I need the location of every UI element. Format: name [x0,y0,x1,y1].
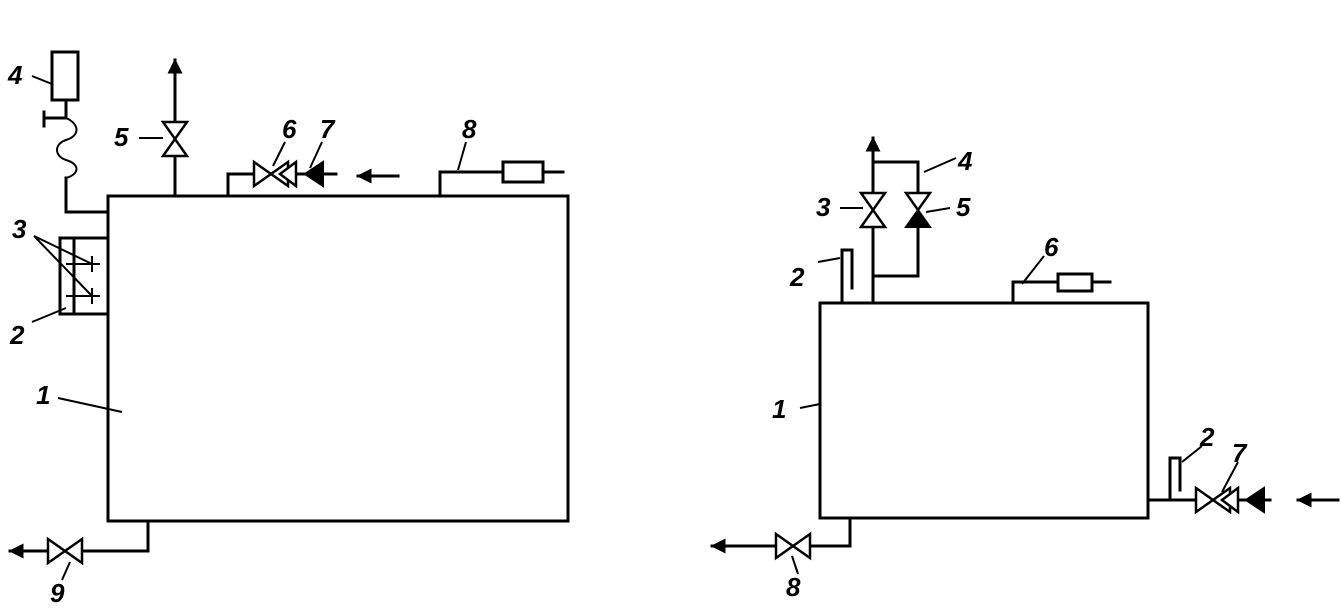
left-leaders [31,75,467,581]
right-label-7: 7 [1232,438,1248,468]
left-scheme: 4 5 6 7 8 3 2 1 9 [7,50,570,608]
right-label-5: 5 [956,192,971,222]
left-pressure-gauge [50,50,80,102]
left-label-9: 9 [50,578,65,608]
left-pressure-gauge-assembly [42,50,110,214]
right-bypass-valve [903,191,933,213]
left-label-3: 3 [12,214,27,244]
left-label-8: 8 [462,114,477,144]
left-check-valve [303,160,324,188]
right-label-6: 6 [1044,232,1059,262]
right-safety-valve [1011,272,1112,305]
left-tank [106,194,570,523]
right-label-2b: 2 [1199,422,1215,452]
right-drain-line [710,516,852,561]
left-inlet-valve [252,159,274,189]
left-vent-valve [160,120,190,142]
left-label-2: 2 [9,320,25,350]
left-vent-line [160,58,190,198]
right-inlet-line [1146,456,1340,515]
left-label-4: 4 [7,60,23,90]
left-gauge-glass [58,236,110,316]
left-label-1: 1 [36,380,50,410]
right-level-indicator-side [1168,456,1182,502]
right-label-3: 3 [816,192,831,222]
right-tank [818,301,1150,520]
right-level-indicator-top [840,248,854,305]
right-drain-valve [774,531,796,561]
left-inlet-line [226,159,400,198]
left-safety-valve [438,160,565,198]
right-vent-line [858,136,933,305]
right-label-2a: 2 [789,262,805,292]
right-label-4: 4 [957,146,973,176]
right-inlet-valve [1194,485,1216,515]
right-label-1: 1 [772,394,786,424]
left-label-5: 5 [114,122,129,152]
right-vent-valve [858,191,888,213]
left-drain-line [8,519,150,566]
right-leaders [791,157,1239,575]
left-label-7: 7 [320,114,336,144]
right-scheme: 4 3 5 6 2 1 2 7 8 [710,136,1340,602]
right-label-8: 8 [786,572,801,602]
left-label-6: 6 [282,114,297,144]
left-drain-valve [46,536,68,566]
